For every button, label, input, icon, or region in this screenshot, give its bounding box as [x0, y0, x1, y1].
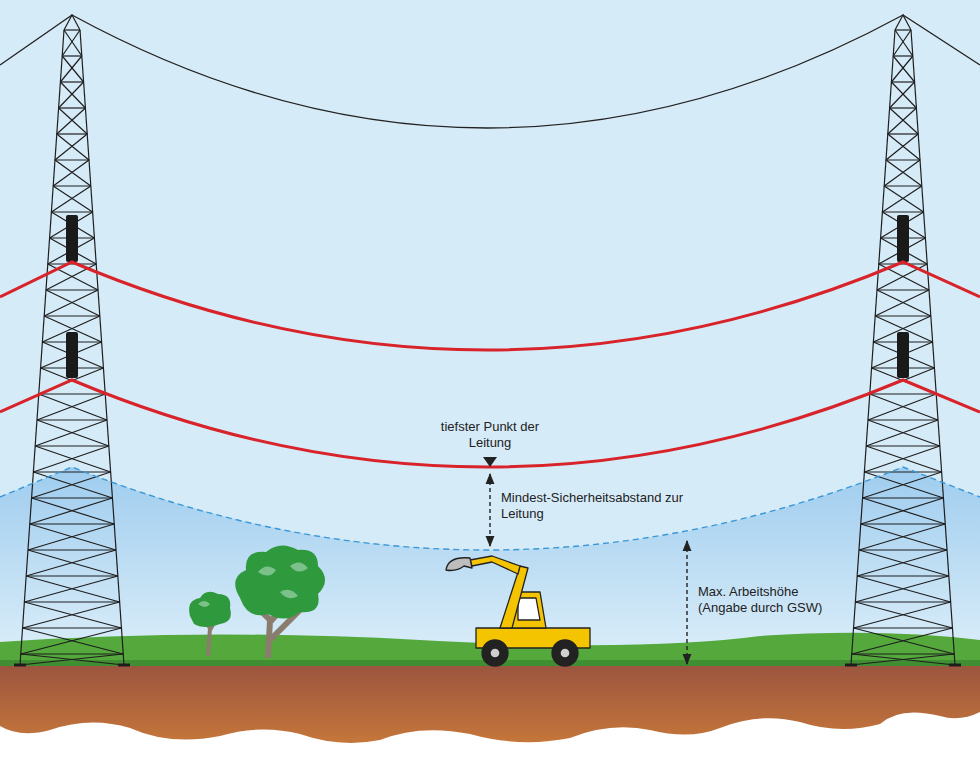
annotation-label: Mindest-Sicherheitsabstand zur Leitung [501, 490, 693, 523]
pylons [14, 15, 961, 665]
annotation-label: tiefster Punkt der Leitung [432, 419, 548, 452]
excavator [446, 556, 590, 666]
clearance-dimension [489, 474, 490, 546]
insulators [66, 215, 909, 378]
safety-zone [0, 467, 980, 645]
sky [0, 0, 980, 668]
earth-wire [0, 15, 980, 128]
annotation-label: Max. Arbeitshöhe (Angabe durch GSW) [698, 584, 848, 617]
trees [189, 545, 325, 658]
conductors [0, 262, 980, 467]
pylon [14, 15, 130, 665]
height-dimension [686, 541, 687, 664]
pylon [845, 15, 961, 665]
lowest-point-marker [483, 457, 497, 467]
safety-boundary [0, 467, 980, 550]
earth [0, 666, 980, 743]
